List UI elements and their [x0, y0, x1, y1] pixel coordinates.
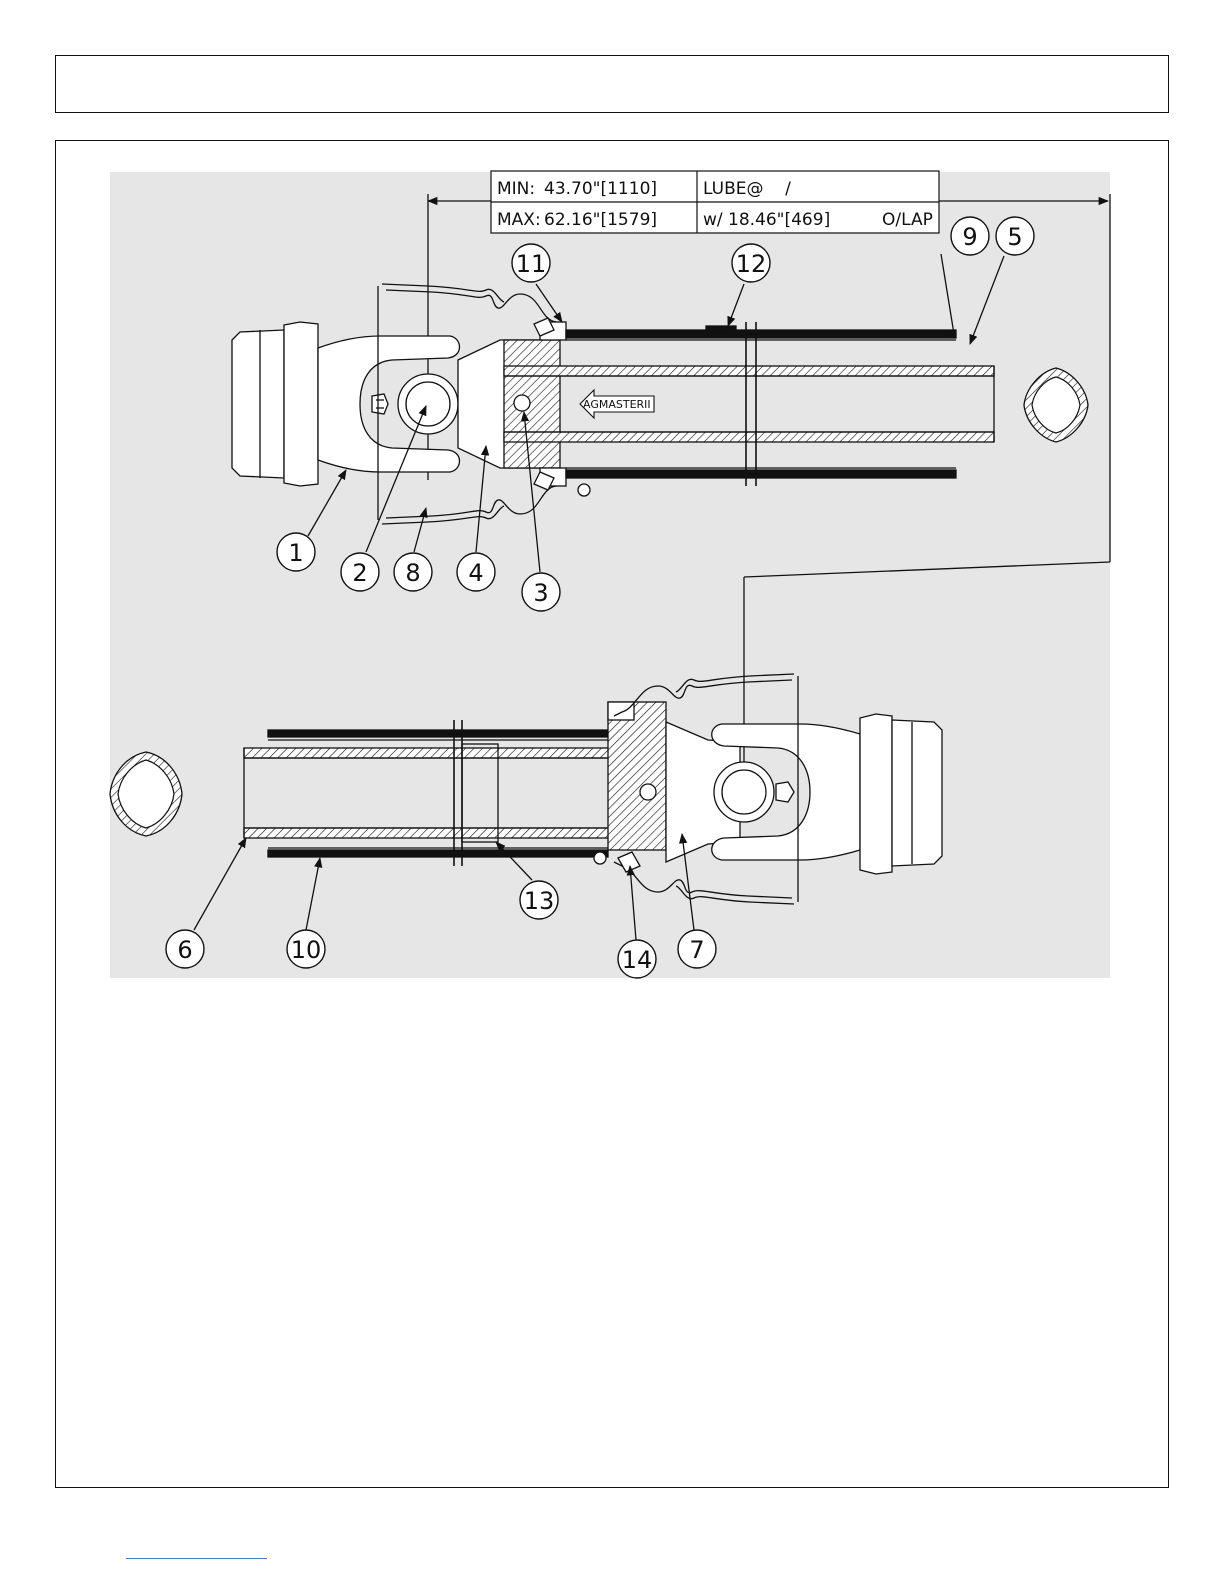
- svg-text:7: 7: [689, 936, 704, 964]
- callout-1: 1: [277, 533, 315, 571]
- min-value: 43.70"[1110]: [544, 179, 657, 199]
- svg-text:1: 1: [288, 539, 303, 567]
- spec-table: MIN: 43.70"[1110] MAX: 62.16"[1579] LUBE…: [491, 171, 939, 233]
- callout-2: 2: [341, 553, 379, 591]
- callout-13: 13: [520, 881, 558, 919]
- svg-text:14: 14: [622, 946, 653, 974]
- callout-5: 5: [996, 217, 1034, 255]
- max-label: MAX:: [497, 210, 541, 230]
- svg-text:10: 10: [291, 936, 322, 964]
- svg-text:3: 3: [533, 579, 548, 607]
- callout-9: 9: [951, 217, 989, 255]
- svg-text:11: 11: [516, 250, 547, 278]
- overlap-suffix: O/LAP: [882, 210, 933, 230]
- tube-marking-text: AGMASTERII: [583, 398, 651, 411]
- svg-text:13: 13: [524, 887, 555, 915]
- callout-6: 6: [166, 930, 204, 968]
- callout-3: 3: [522, 573, 560, 611]
- svg-text:8: 8: [405, 559, 420, 587]
- svg-text:4: 4: [468, 559, 483, 587]
- lube-text: LUBE@ /: [703, 179, 791, 199]
- svg-text:9: 9: [962, 223, 977, 251]
- callout-10: 10: [287, 930, 325, 968]
- min-label: MIN:: [497, 179, 535, 199]
- footer-link-underline[interactable]: [126, 1558, 267, 1559]
- overlap-value: 18.46"[469]: [728, 210, 830, 230]
- svg-text:5: 5: [1007, 223, 1022, 251]
- callout-7: 7: [678, 930, 716, 968]
- callout-12: 12: [732, 244, 770, 282]
- svg-text:2: 2: [352, 559, 367, 587]
- callout-11: 11: [512, 244, 550, 282]
- callout-4: 4: [457, 553, 495, 591]
- svg-text:6: 6: [177, 936, 192, 964]
- callout-14: 14: [618, 940, 656, 978]
- callout-8: 8: [394, 553, 432, 591]
- max-value: 62.16"[1579]: [544, 210, 657, 230]
- svg-text:12: 12: [736, 250, 767, 278]
- overlap-prefix: w/: [703, 210, 723, 230]
